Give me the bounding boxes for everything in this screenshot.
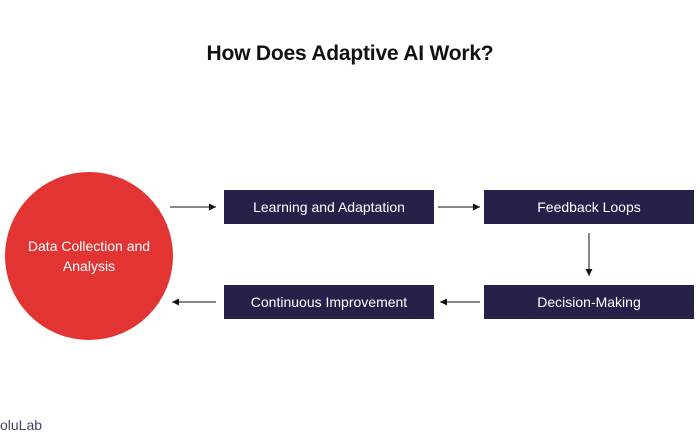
- node-continuous-improvement: Continuous Improvement: [224, 285, 434, 319]
- node-data-collection-label: Data Collection and Analysis: [27, 238, 151, 274]
- node-data-collection: Data Collection and Analysis: [5, 172, 173, 340]
- node-learning-adaptation: Learning and Adaptation: [224, 190, 434, 224]
- node-feedback-loops: Feedback Loops: [484, 190, 694, 224]
- node-decision-making: Decision-Making: [484, 285, 694, 319]
- node-learning-adaptation-label: Learning and Adaptation: [253, 199, 405, 215]
- node-feedback-loops-label: Feedback Loops: [537, 199, 641, 215]
- diagram-title: How Does Adaptive AI Work?: [206, 42, 494, 65]
- brand-watermark: oluLab: [0, 417, 43, 433]
- node-continuous-improvement-label: Continuous Improvement: [250, 294, 408, 310]
- node-decision-making-label: Decision-Making: [537, 294, 641, 310]
